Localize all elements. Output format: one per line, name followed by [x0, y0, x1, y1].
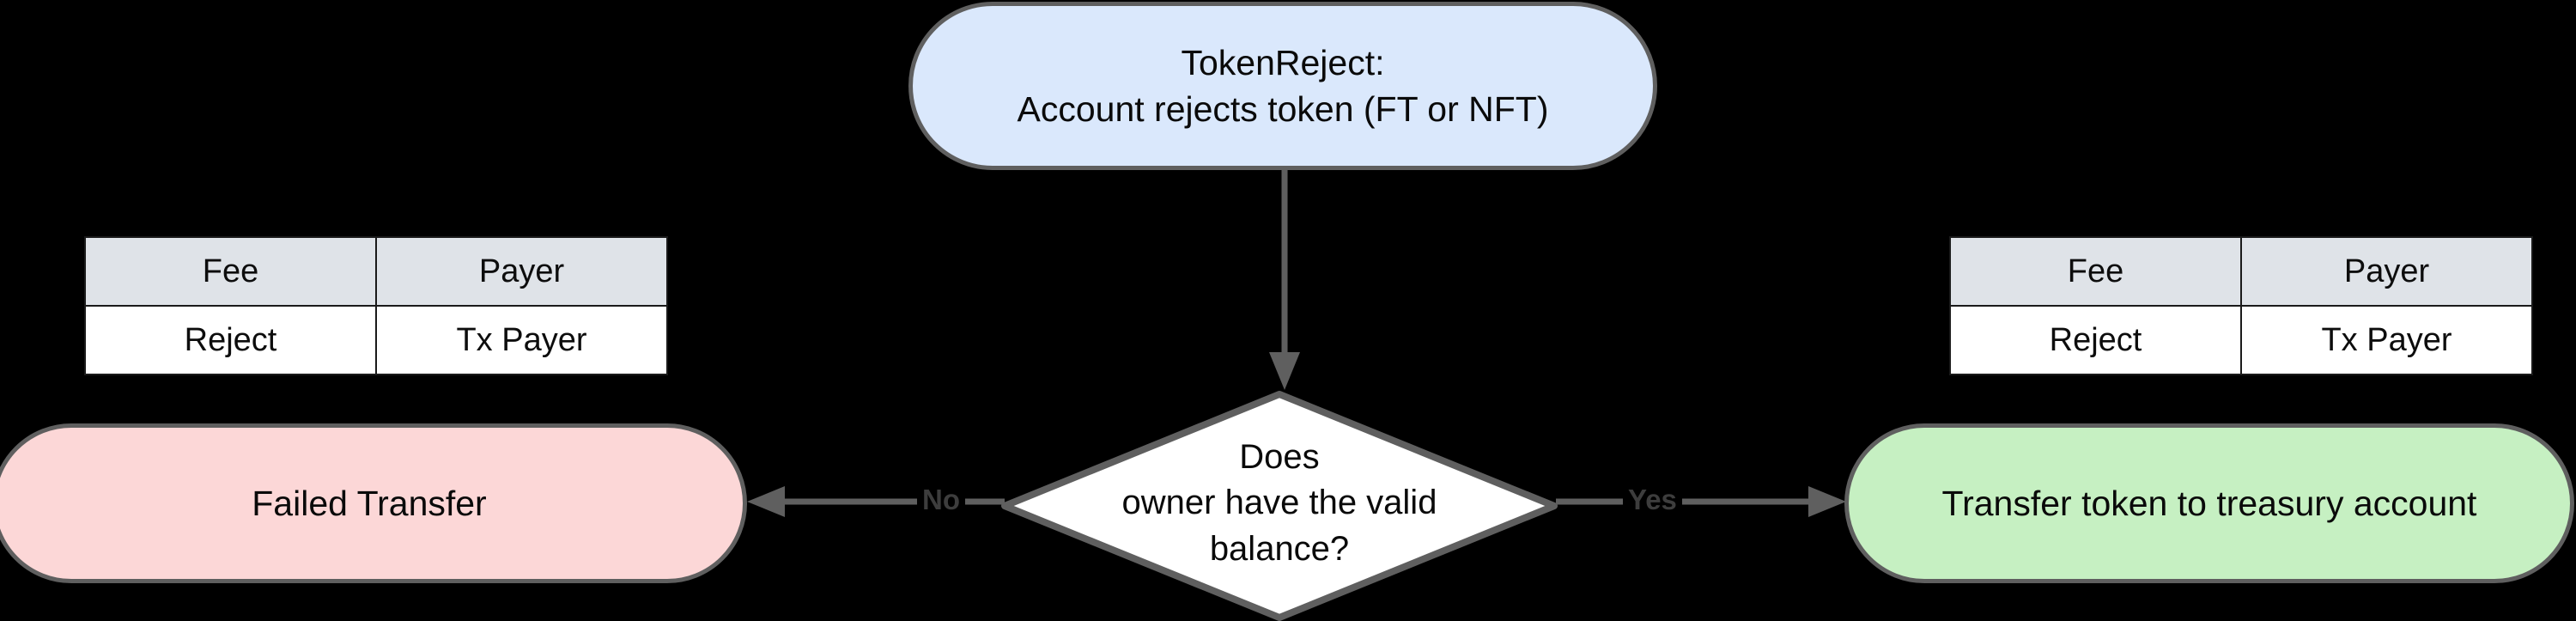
payer-column-header: Payer — [2240, 236, 2533, 307]
table-row: Reject Tx Payer — [1949, 305, 2533, 375]
node-failed-transfer[interactable]: Failed Transfer — [0, 423, 747, 583]
edge-decision-to-failed — [747, 486, 1005, 517]
fee-table-right: Fee Payer Reject Tx Payer — [1949, 236, 2533, 375]
decision-label: Does owner have the valid balance? — [1121, 438, 1437, 568]
table-header-row: Fee Payer — [84, 236, 668, 307]
table-header-row: Fee Payer — [1949, 236, 2533, 307]
edge-label-no: No — [917, 485, 965, 514]
arrowhead-down-icon — [1269, 352, 1300, 390]
node-decision-valid-balance[interactable]: Does owner have the valid balance? — [1001, 391, 1558, 621]
payer-value-cell: Tx Payer — [2240, 305, 2533, 375]
fee-column-header: Fee — [1949, 236, 2242, 307]
node-token-reject-start[interactable]: TokenReject: Account rejects token (FT o… — [908, 2, 1657, 170]
node-transfer-to-treasury[interactable]: Transfer token to treasury account — [1844, 423, 2574, 583]
table-row: Reject Tx Payer — [84, 305, 668, 375]
fee-column-header: Fee — [84, 236, 377, 307]
arrowhead-left-icon — [747, 486, 785, 517]
payer-column-header: Payer — [375, 236, 668, 307]
fee-value-cell: Reject — [84, 305, 377, 375]
fee-table-left: Fee Payer Reject Tx Payer — [84, 236, 668, 375]
edge-label-yes: Yes — [1623, 485, 1682, 514]
diamond-shape-icon — [1001, 391, 1558, 621]
arrowhead-right-icon — [1808, 486, 1846, 517]
payer-value-cell: Tx Payer — [375, 305, 668, 375]
edge-decision-to-treasury — [1556, 486, 1846, 517]
edge-start-to-decision — [1269, 168, 1300, 390]
fee-value-cell: Reject — [1949, 305, 2242, 375]
